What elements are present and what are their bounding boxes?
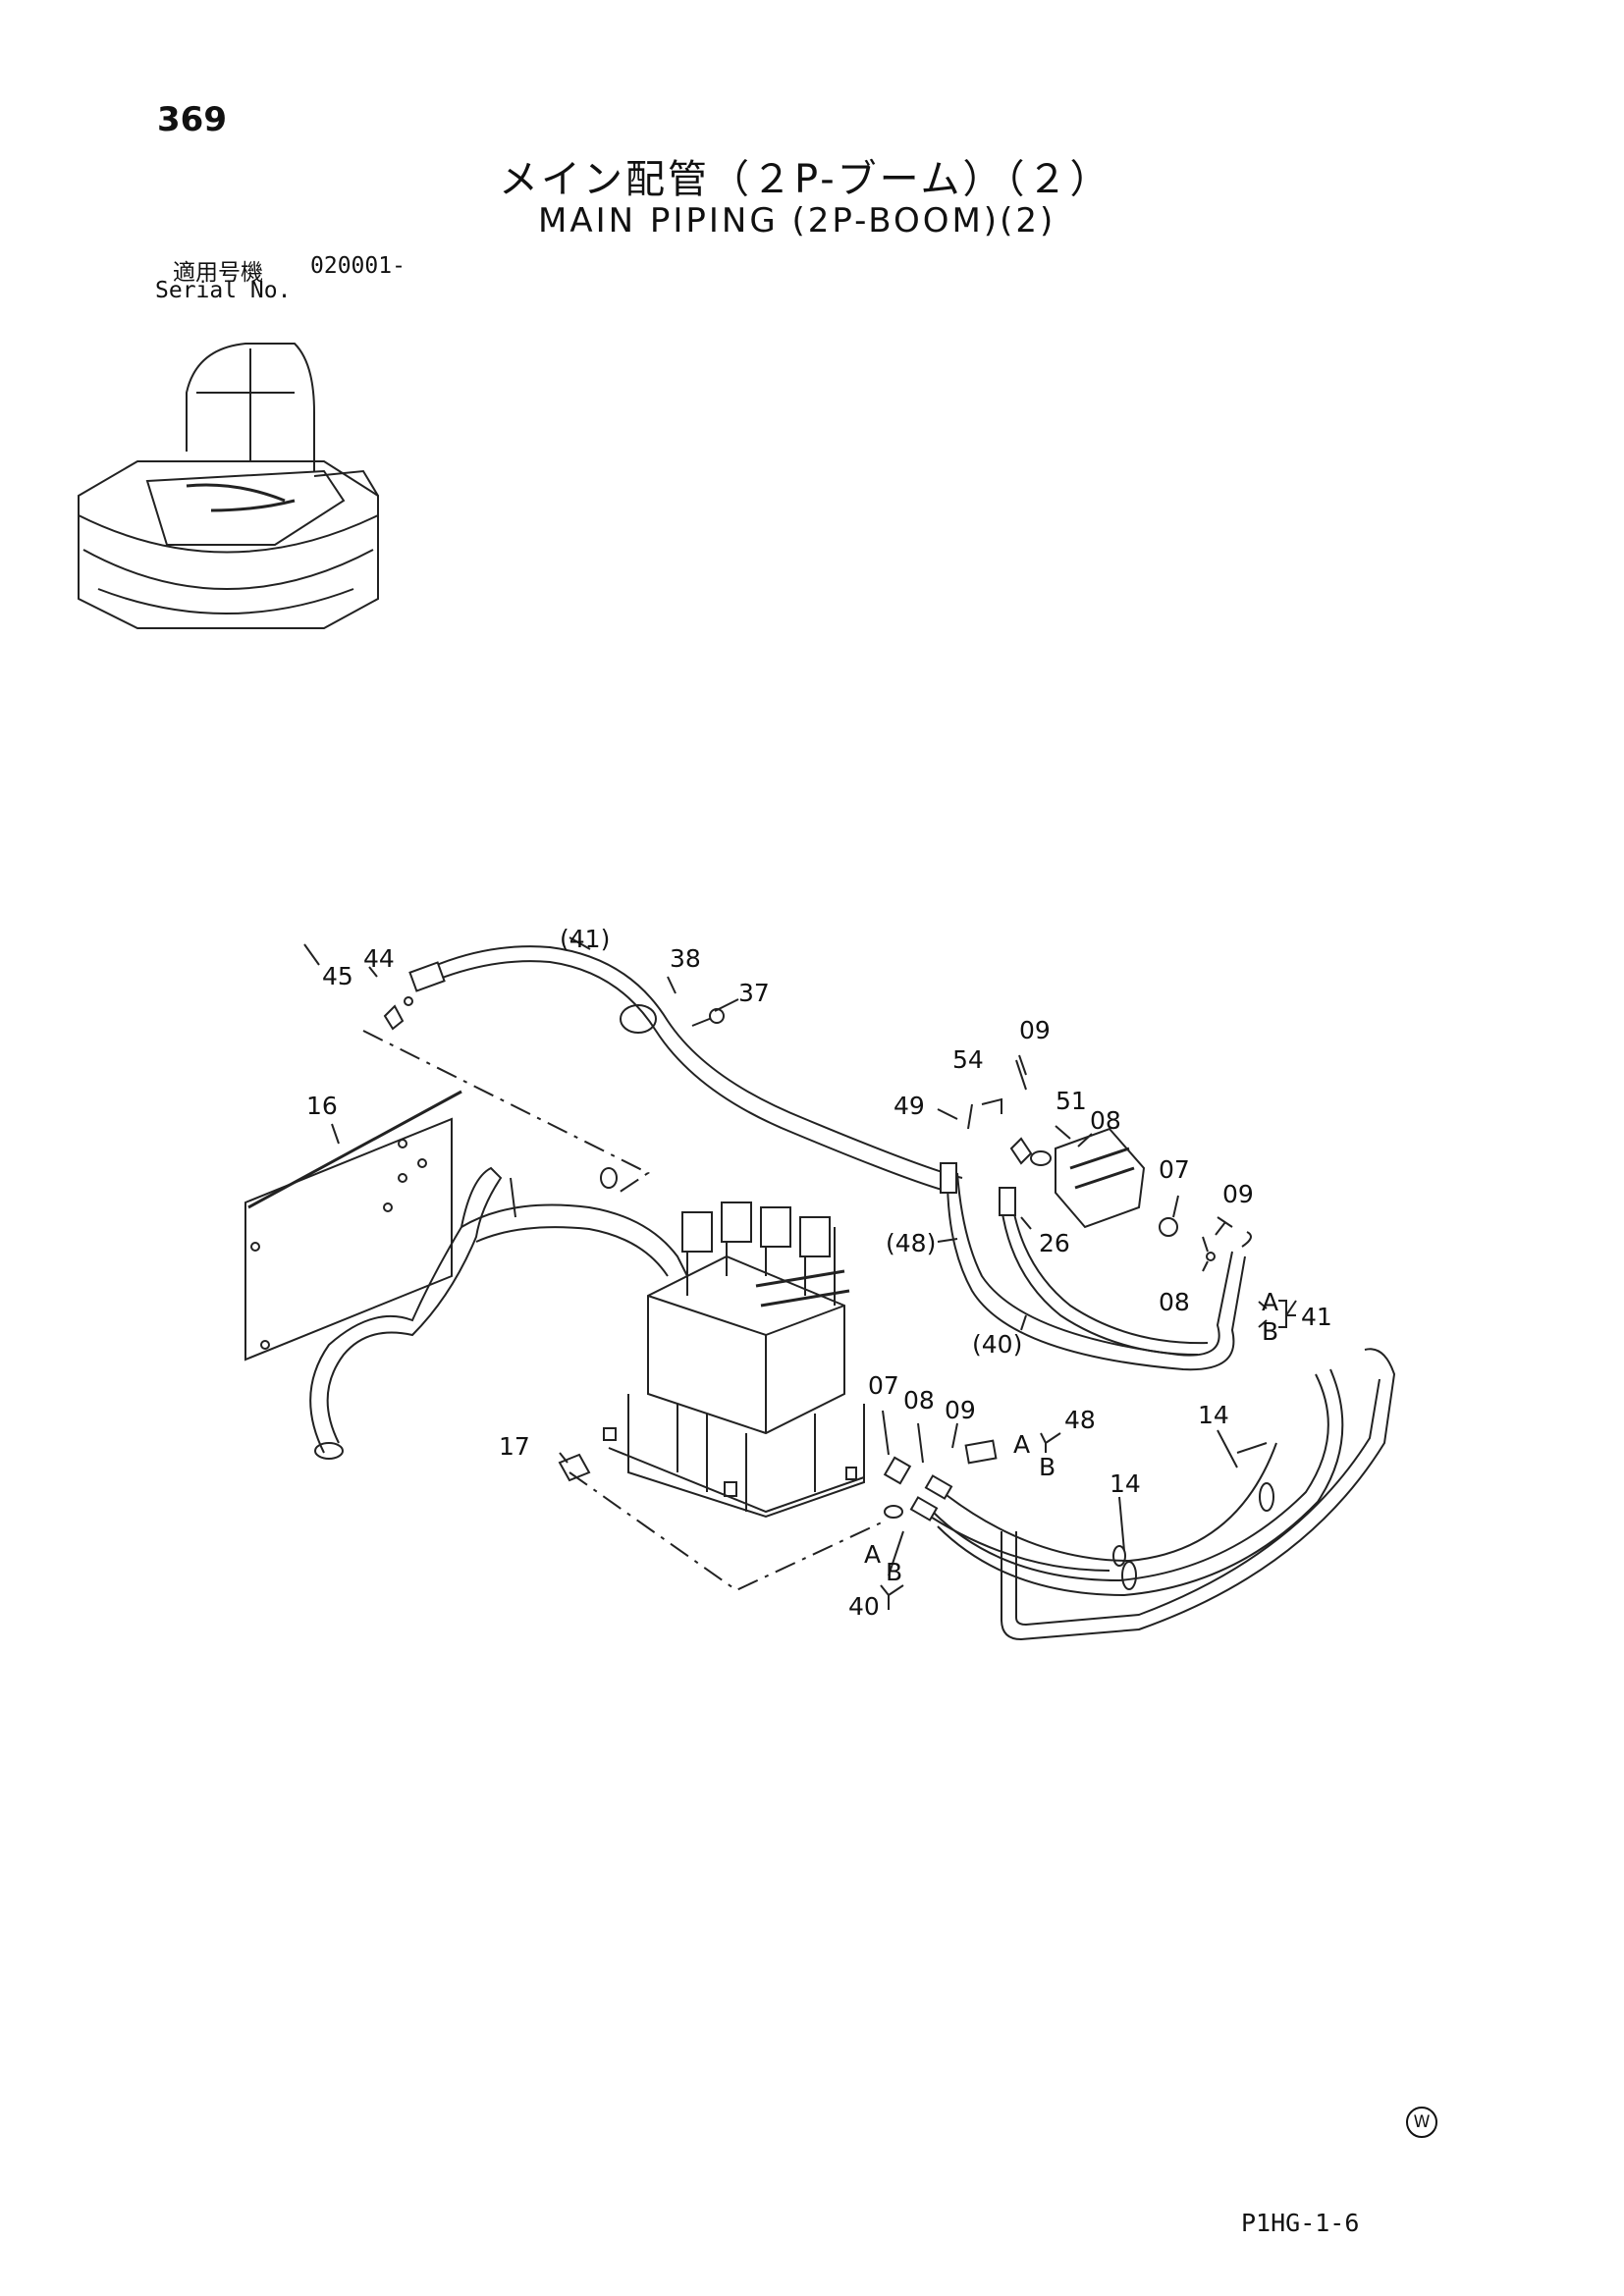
- figure-code: P1HG-1-6: [1241, 2209, 1360, 2237]
- callout-a-48: A: [1013, 1430, 1030, 1459]
- serial-number-value: 020001-: [310, 253, 406, 279]
- page-number: 369: [157, 100, 227, 139]
- callout-48: 48: [1064, 1406, 1096, 1434]
- callout-b-48: B: [1039, 1453, 1056, 1481]
- serial-label-japanese: 適用号機: [173, 260, 263, 286]
- callout-49: 49: [893, 1092, 925, 1120]
- callout-14-middle: 14: [1110, 1469, 1141, 1498]
- callout-54: 54: [952, 1045, 984, 1074]
- callout-26: 26: [1039, 1229, 1070, 1257]
- callout-45: 45: [322, 962, 353, 990]
- callout-16: 16: [306, 1092, 338, 1120]
- callout-a-40: A: [864, 1540, 881, 1569]
- callout-b-41: B: [1262, 1317, 1278, 1346]
- leader-lines: [303, 936, 1296, 1610]
- callout-51: 51: [1056, 1087, 1087, 1115]
- serial-label-english: Serial No.: [155, 278, 292, 303]
- callout-07-top: 07: [1159, 1155, 1190, 1184]
- title-english: MAIN PIPING (2P-BOOM)(2): [538, 201, 1056, 240]
- callout-08-right: 08: [1159, 1288, 1190, 1316]
- callout-37: 37: [738, 979, 770, 1007]
- excavator-thumbnail-icon: [78, 343, 379, 629]
- title-japanese: メイン配管（２P-ブーム）（２）: [499, 157, 1112, 202]
- callout-08-top: 08: [1090, 1106, 1121, 1135]
- callout-09-bottom: 09: [945, 1396, 976, 1424]
- callout-14-right: 14: [1198, 1401, 1229, 1429]
- callout-07-bottom: 07: [868, 1371, 899, 1400]
- callout-48-hose: (48): [886, 1229, 936, 1257]
- callout-09-top: 09: [1019, 1016, 1051, 1044]
- callout-labels: 45 44 (41) 38 37 16 09 54 51 49 08 07 09…: [306, 925, 1332, 1621]
- callout-38: 38: [670, 944, 701, 973]
- callout-41: 41: [1301, 1303, 1332, 1331]
- callout-41-hose: (41): [560, 925, 610, 953]
- circled-w-icon: W: [1406, 2107, 1437, 2138]
- piping-assembly: [244, 945, 1396, 1641]
- callout-09-right: 09: [1222, 1180, 1254, 1208]
- callout-44: 44: [363, 944, 395, 973]
- callout-a-41: A: [1262, 1288, 1278, 1316]
- callout-17: 17: [499, 1432, 530, 1461]
- callout-b-40: B: [886, 1558, 902, 1586]
- callout-40-hose: (40): [972, 1330, 1022, 1359]
- callout-08-bottom: 08: [903, 1386, 935, 1415]
- callout-40: 40: [848, 1592, 880, 1621]
